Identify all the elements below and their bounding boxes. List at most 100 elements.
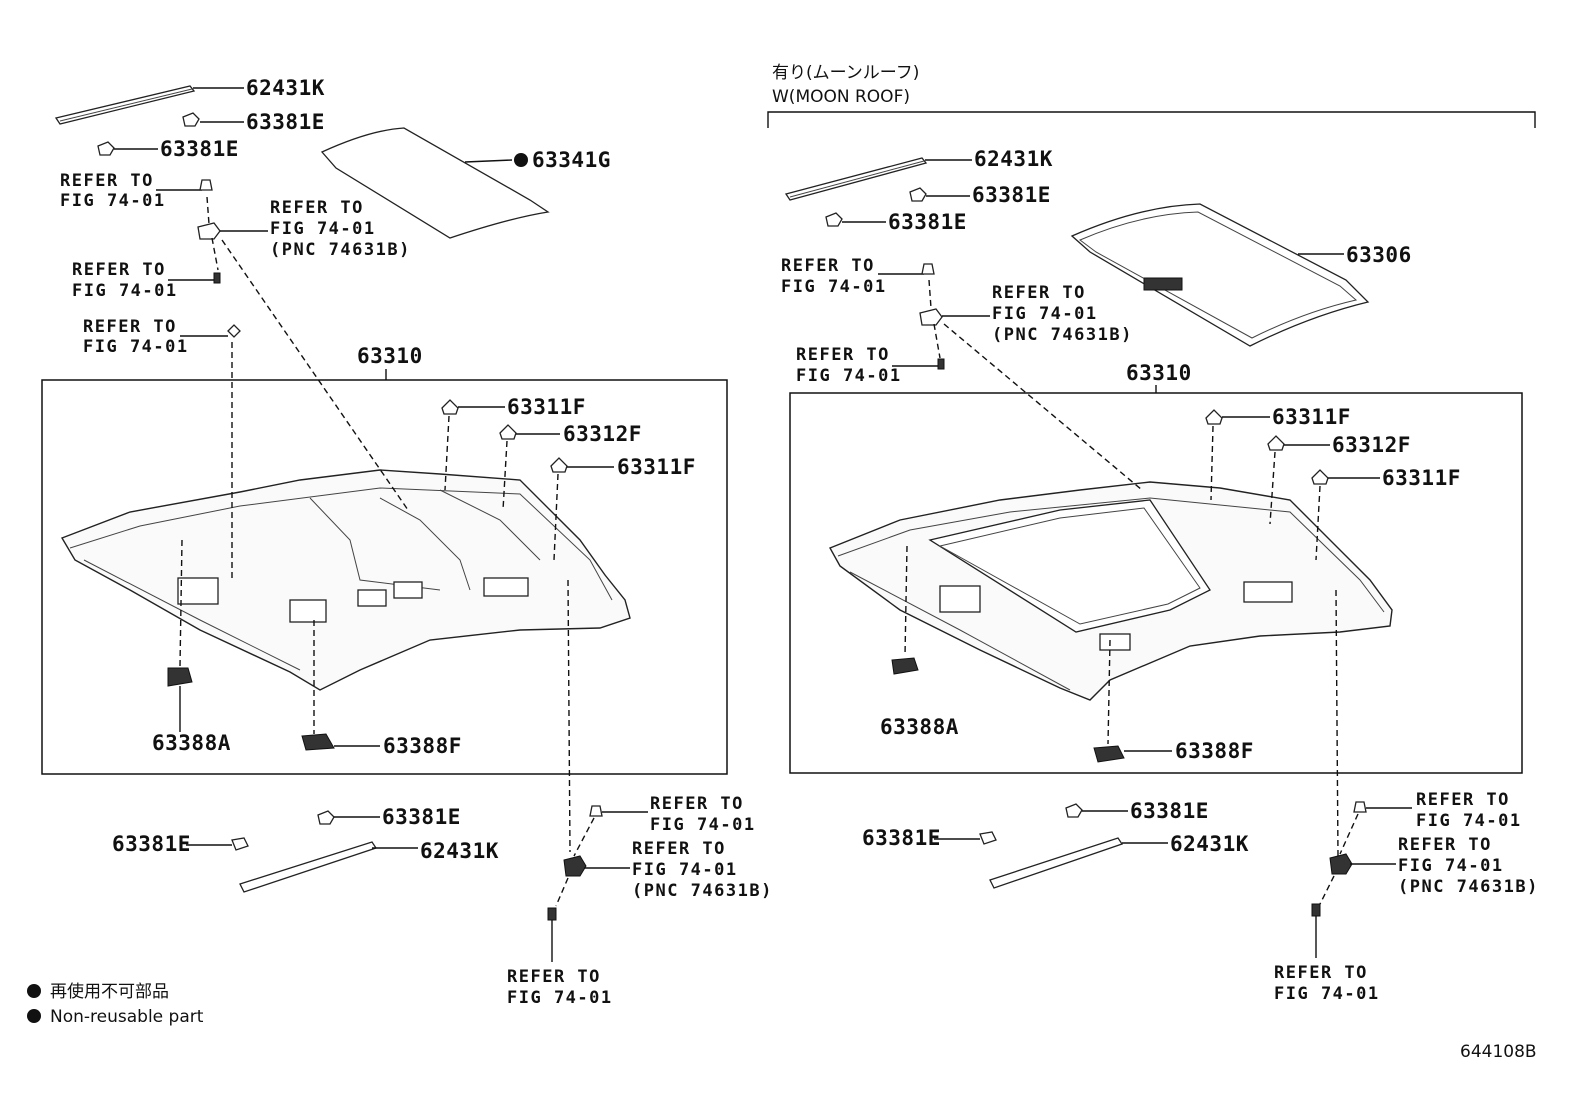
left-group: 62431K 63381E 63381E 63341G REFER TO FIG…: [41, 76, 773, 1008]
callout-63311f-b-right: 63311F: [1382, 466, 1461, 490]
clip-63311f-icon: [550, 457, 568, 473]
headliner-cutout: [177, 577, 219, 605]
moon-roof-glass: [1070, 203, 1370, 347]
clip-icon: [231, 837, 249, 851]
headliner-cutout: [483, 577, 529, 597]
clip-icon: [182, 112, 200, 127]
refer-note-left-1-line1: REFER TO: [60, 171, 154, 191]
clip-63311f-icon: [1205, 409, 1223, 425]
refer-note-right-6-line1: REFER TO: [1274, 963, 1368, 983]
refer-note-left-6-line1: REFER TO: [632, 839, 726, 859]
fastener-icon: [1353, 801, 1367, 813]
moon-roof-heading-jp: 有り(ムーンルーフ): [772, 63, 919, 83]
fastener-icon: [589, 805, 603, 817]
refer-note-left-1-line2: FIG 74-01: [60, 191, 166, 211]
cap-icon: [227, 324, 241, 338]
glass-latch-icon: [1143, 277, 1183, 291]
headliner-panel-left: [60, 469, 631, 691]
headliner-cutout: [1243, 581, 1293, 603]
callout-63381e-a-left: 63381E: [246, 110, 325, 134]
refer-note-left-4-line1: REFER TO: [83, 317, 177, 337]
clip-63312f-icon: [499, 424, 517, 440]
refer-note-left-7-line2: FIG 74-01: [507, 988, 613, 1008]
headliner-cutout: [289, 599, 327, 623]
clip-63311f-icon: [1311, 469, 1329, 485]
refer-note-left-6-line3: (PNC 74631B): [632, 881, 773, 901]
refer-note-right-1-line1: REFER TO: [781, 256, 875, 276]
assist-grip-bracket-icon: [563, 855, 587, 877]
callout-63381e-b-left: 63381E: [160, 137, 239, 161]
headliner-cutout: [393, 581, 423, 599]
clip-icon: [97, 141, 115, 156]
roof-moulding-bottom-right: [989, 837, 1124, 889]
callout-63381e-c-right: 63381E: [1130, 799, 1209, 823]
callout-63311f-b-left: 63311F: [617, 455, 696, 479]
refer-note-left-5-line1: REFER TO: [650, 794, 744, 814]
moon-roof-heading-en: W(MOON ROOF): [772, 87, 910, 107]
callout-63306-right: 63306: [1346, 243, 1412, 267]
callout-63341g-left: 63341G: [532, 148, 611, 172]
callout-63312f-right: 63312F: [1332, 433, 1411, 457]
callout-63388a-right: 63388A: [880, 715, 959, 739]
clip-63312f-icon: [1267, 435, 1285, 451]
clip-icon: [909, 187, 927, 202]
refer-note-right-5-line2: FIG 74-01: [1398, 856, 1504, 876]
callout-63381e-c-left: 63381E: [382, 805, 461, 829]
refer-note-left-4-line2: FIG 74-01: [83, 337, 189, 357]
callout-63311f-a-left: 63311F: [507, 395, 586, 419]
moon-roof-opening: [928, 499, 1211, 633]
screw-icon: [547, 907, 557, 921]
refer-note-right-2-line3: (PNC 74631B): [992, 325, 1133, 345]
callout-63310-left: 63310: [357, 344, 423, 368]
headliner-cutout: [1099, 633, 1131, 651]
clip-icon: [825, 212, 843, 227]
legend-jp: 再使用不可部品: [50, 981, 169, 1002]
callout-62431k-bottom-right: 62431K: [1170, 832, 1249, 856]
callout-63388f-right: 63388F: [1175, 739, 1254, 763]
headliner-assembly-box-right: [789, 392, 1523, 774]
refer-note-left-3-line1: REFER TO: [72, 260, 166, 280]
screw-icon: [937, 358, 945, 370]
legend: 再使用不可部品 Non-reusable part: [27, 981, 204, 1027]
assist-grip-bracket-icon: [919, 308, 943, 326]
refer-note-right-2-line1: REFER TO: [992, 283, 1086, 303]
callout-63381e-a-right: 63381E: [972, 183, 1051, 207]
callout-63388f-left: 63388F: [383, 734, 462, 758]
refer-note-left-2-line2: FIG 74-01: [270, 219, 376, 239]
refer-note-left-7-line1: REFER TO: [507, 967, 601, 987]
refer-note-right-4-line1: REFER TO: [1416, 790, 1510, 810]
clip-icon: [1065, 803, 1083, 818]
callout-63311f-a-right: 63311F: [1272, 405, 1351, 429]
figure-id: 644108B: [1460, 1042, 1537, 1062]
callout-62431k-bottom-left: 62431K: [420, 839, 499, 863]
non-reusable-mark-icon: [27, 1009, 41, 1023]
refer-note-right-5-line1: REFER TO: [1398, 835, 1492, 855]
bracket-63388a-icon: [167, 667, 193, 687]
refer-note-right-3-line2: FIG 74-01: [796, 366, 902, 386]
legend-en: Non-reusable part: [50, 1007, 204, 1027]
refer-note-right-6-line2: FIG 74-01: [1274, 984, 1380, 1004]
refer-note-left-2-line1: REFER TO: [270, 198, 364, 218]
callout-63381e-d-left: 63381E: [112, 832, 191, 856]
refer-note-left-6-line2: FIG 74-01: [632, 860, 738, 880]
callout-63388a-left: 63388A: [152, 731, 231, 755]
screw-icon: [1311, 903, 1321, 917]
roof-moulding-bottom-left: [239, 841, 378, 893]
refer-note-left-2-line3: (PNC 74631B): [270, 240, 411, 260]
callout-63312f-left: 63312F: [563, 422, 642, 446]
headliner-cutout: [357, 589, 387, 607]
callout-63310-right: 63310: [1126, 361, 1192, 385]
assist-grip-bracket-icon: [1329, 853, 1353, 875]
callout-62431k-top-right: 62431K: [974, 147, 1053, 171]
refer-note-right-1-line2: FIG 74-01: [781, 277, 887, 297]
callout-63381e-d-right: 63381E: [862, 826, 941, 850]
non-reusable-mark-icon: [27, 984, 41, 998]
callout-62431k-top-left: 62431K: [246, 76, 325, 100]
headliner-cutout: [939, 585, 981, 613]
assist-grip-bracket-icon: [197, 222, 221, 240]
bracket-63388f-icon: [1093, 745, 1125, 763]
refer-note-right-3-line1: REFER TO: [796, 345, 890, 365]
fastener-icon: [199, 179, 213, 191]
